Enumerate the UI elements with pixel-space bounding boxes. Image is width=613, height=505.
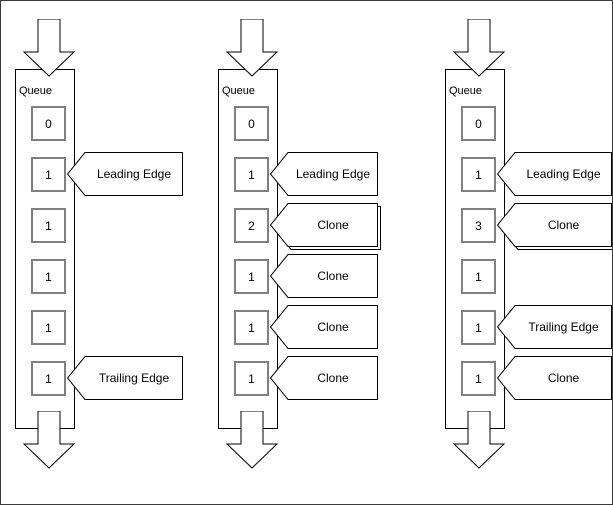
queue-output-arrow-icon	[453, 411, 505, 469]
callout-tag: Clone	[497, 203, 612, 250]
queue-cell: 3	[461, 208, 496, 243]
queue-title-label: Queue	[449, 85, 483, 97]
queue-cell: 0	[461, 106, 496, 141]
callout-tag: Clone	[270, 305, 378, 349]
queue-output-arrow-icon	[23, 411, 75, 469]
queue-input-arrow-icon	[23, 19, 75, 77]
callout-tag-outline	[497, 356, 612, 400]
queue-cell: 1	[461, 310, 496, 345]
queue-cell: 1	[234, 259, 269, 294]
callout-tag: Clone	[497, 356, 612, 400]
callout-tag: Trailing Edge	[67, 356, 183, 400]
queue-output-arrow-icon	[226, 411, 278, 469]
queue-cell: 1	[461, 157, 496, 192]
queue-cell: 1	[461, 361, 496, 396]
queue-cell: 1	[461, 259, 496, 294]
queue-cell: 1	[31, 310, 66, 345]
callout-tag: Clone	[270, 356, 378, 400]
callout-tag-outline	[497, 152, 612, 196]
queue-title-label: Queue	[222, 85, 256, 97]
callout-tag-outline	[497, 203, 612, 247]
queue-title-label: Queue	[19, 85, 53, 97]
callout-tag: Clone	[270, 254, 378, 298]
callout-tag: Leading Edge	[67, 152, 183, 196]
queue-cell: 0	[31, 106, 66, 141]
callout-tag: Trailing Edge	[497, 305, 612, 349]
queue-cell: 1	[234, 310, 269, 345]
callout-tag-outline	[270, 152, 378, 196]
queue-cell: 1	[234, 157, 269, 192]
callout-tag-outline	[67, 356, 183, 400]
callout-tag: Leading Edge	[270, 152, 378, 196]
queue-cell: 0	[234, 106, 269, 141]
callout-tag: Leading Edge	[497, 152, 612, 196]
queue-input-arrow-icon	[226, 19, 278, 77]
queue-cell: 1	[31, 361, 66, 396]
callout-tag-outline	[270, 356, 378, 400]
queue-cell: 1	[31, 157, 66, 192]
callout-tag-outline	[270, 305, 378, 349]
queue-cell: 1	[31, 259, 66, 294]
queue-cell: 1	[234, 361, 269, 396]
callout-tag: Clone	[270, 203, 381, 250]
queue-cell: 1	[31, 208, 66, 243]
callout-tag-outline	[67, 152, 183, 196]
callout-tag-outline	[497, 305, 612, 349]
queue-input-arrow-icon	[453, 19, 505, 77]
queue-cell: 2	[234, 208, 269, 243]
callout-tag-outline	[270, 203, 378, 247]
callout-tag-outline	[270, 254, 378, 298]
